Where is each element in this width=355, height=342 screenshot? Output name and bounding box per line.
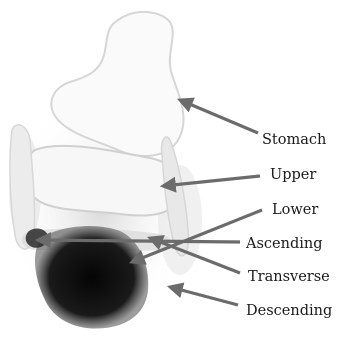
stomach-arrow [180, 100, 258, 133]
descending-arrow [170, 287, 238, 305]
label-ascending: Ascending [245, 236, 323, 252]
ascending-arrow [38, 240, 240, 242]
label-transverse: Transverse [248, 269, 330, 285]
label-upper: Upper [270, 167, 316, 183]
label-stomach: Stomach [262, 132, 326, 148]
label-lower: Lower [272, 202, 318, 218]
label-descending: Descending [246, 303, 332, 319]
